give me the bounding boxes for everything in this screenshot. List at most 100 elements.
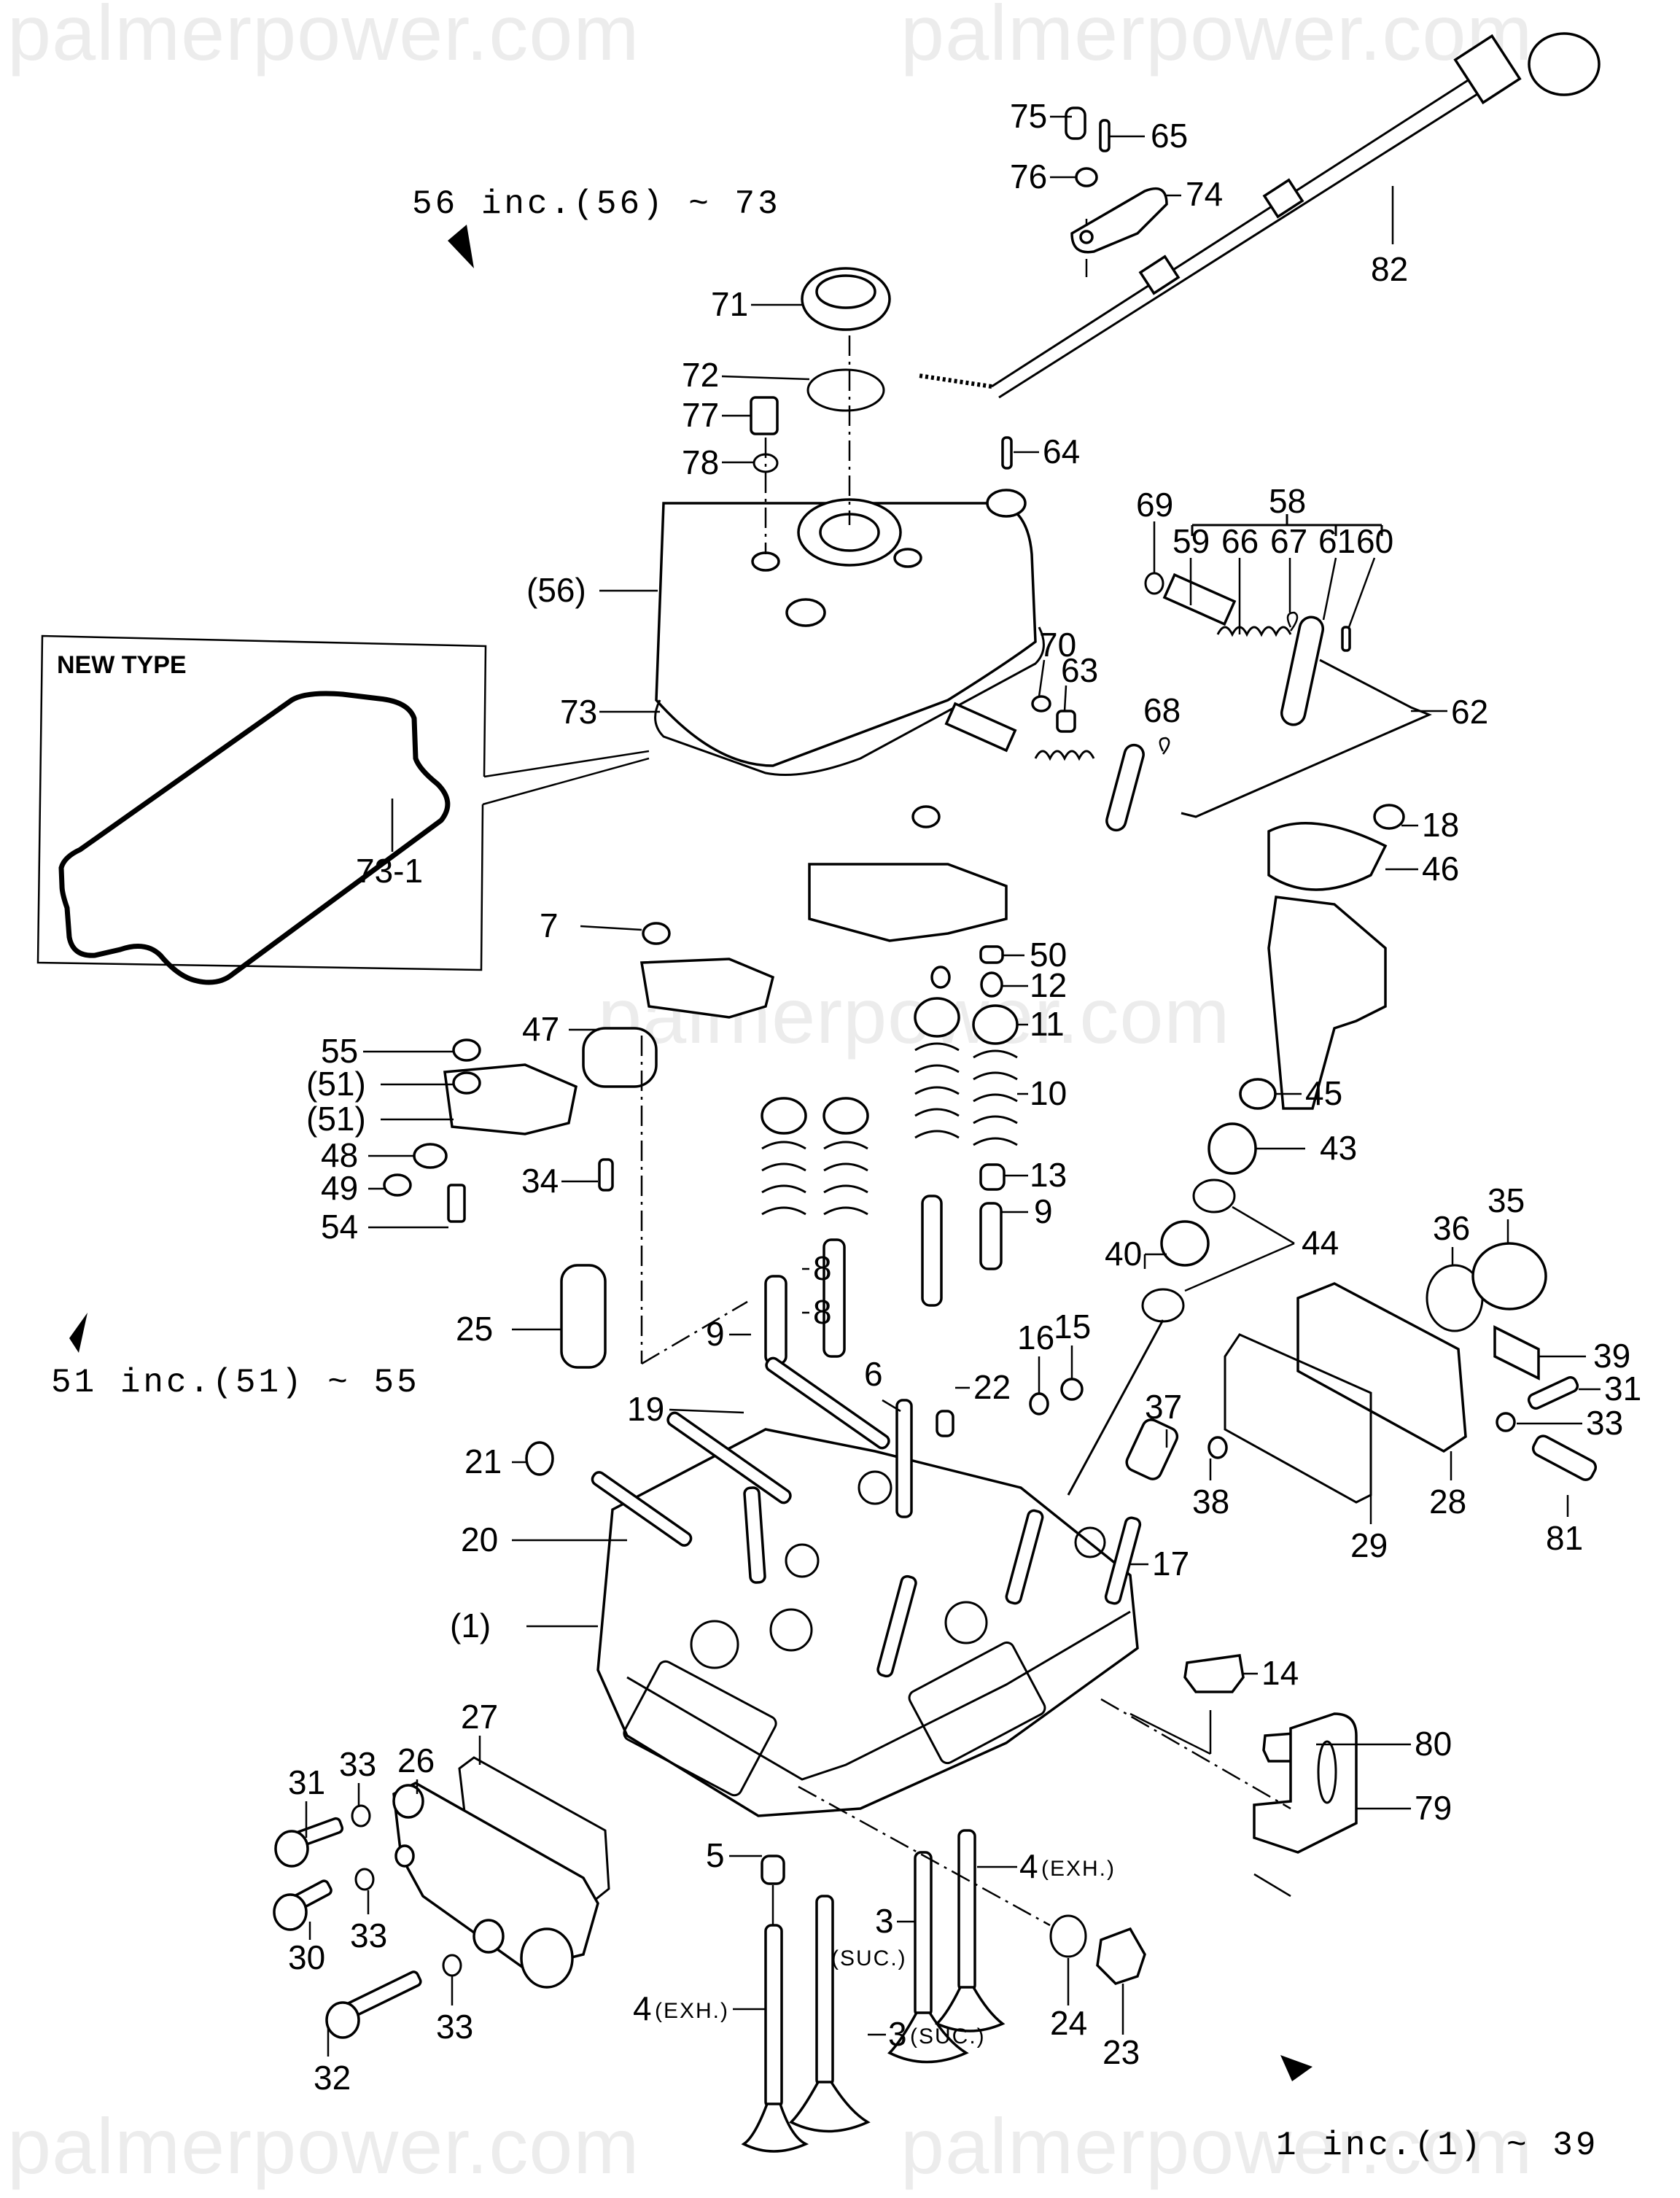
callout-5: 5 bbox=[706, 1836, 725, 1874]
assembly-line bbox=[1100, 1698, 1291, 1810]
callout-20: 20 bbox=[461, 1521, 498, 1558]
lever-assembly-58 bbox=[944, 514, 1432, 832]
nut-55 bbox=[452, 1038, 481, 1062]
port-hole bbox=[944, 1601, 988, 1644]
callout-77: 77 bbox=[682, 396, 719, 434]
push-rod-19b bbox=[666, 1411, 792, 1504]
shaft-59 bbox=[1162, 572, 1237, 626]
washer-33-right bbox=[1496, 1412, 1516, 1432]
cup-25 bbox=[560, 1264, 607, 1369]
rocker-arm-assembly bbox=[383, 805, 1008, 1365]
callout-37: 37 bbox=[1145, 1388, 1182, 1426]
callout-4a: 4 bbox=[1019, 1847, 1038, 1885]
valve-3-suc-left bbox=[815, 1895, 834, 2087]
callout-44: 44 bbox=[1302, 1224, 1339, 1262]
callout-71: 71 bbox=[711, 285, 748, 323]
bolt-31-right bbox=[1527, 1376, 1579, 1410]
callout-78: 78 bbox=[682, 443, 719, 481]
valve-head bbox=[741, 2102, 809, 2153]
port-hole bbox=[785, 1543, 820, 1578]
bracket-79 bbox=[1253, 1712, 1358, 1854]
seal-5 bbox=[761, 1855, 785, 1885]
cable-sheath bbox=[998, 70, 1514, 399]
cover-boss bbox=[785, 598, 826, 627]
cover-body bbox=[655, 502, 1037, 767]
valve-head bbox=[887, 2011, 969, 2064]
bracket-slot bbox=[1317, 1740, 1337, 1804]
callout-21: 21 bbox=[464, 1442, 502, 1480]
callout-63: 63 bbox=[1061, 651, 1098, 689]
inset-connector bbox=[483, 750, 650, 778]
seal-44b bbox=[1141, 1288, 1185, 1323]
stud-20 bbox=[591, 1471, 693, 1547]
nut-18 bbox=[1373, 804, 1405, 830]
port-hole bbox=[769, 1608, 813, 1652]
callout-64: 64 bbox=[1043, 432, 1080, 470]
callout-33b: 33 bbox=[350, 1917, 387, 1954]
guide-8 bbox=[921, 1195, 943, 1307]
lower-right-parts bbox=[1129, 1654, 1358, 1898]
callout-16: 16 bbox=[1017, 1319, 1054, 1356]
caption-text: 51 inc.(51) ~ 55 bbox=[51, 1364, 420, 1402]
holder-40 bbox=[1160, 1220, 1210, 1267]
leader-line bbox=[1038, 659, 1046, 697]
callout-50: 50 bbox=[1030, 936, 1067, 974]
leader-line bbox=[580, 925, 642, 931]
cable-sheath bbox=[991, 57, 1503, 388]
caption-cover-group: 56 inc.(56) ~ 73 bbox=[412, 185, 778, 268]
callout-67: 67 bbox=[1270, 522, 1307, 560]
leader-line bbox=[1232, 1205, 1295, 1245]
link-rod-62 bbox=[1181, 659, 1432, 818]
leader-line bbox=[1063, 685, 1068, 712]
stop-cable-82 bbox=[918, 32, 1601, 399]
callout-79: 79 bbox=[1415, 1789, 1452, 1827]
callout-60: 60 bbox=[1356, 522, 1393, 560]
cable-sleeve bbox=[1262, 178, 1304, 219]
inset-frame bbox=[36, 634, 487, 971]
valve-head bbox=[789, 2081, 871, 2133]
callout-22: 22 bbox=[973, 1368, 1011, 1406]
callout-3b: 3 bbox=[888, 2015, 907, 2053]
stud-6 bbox=[895, 1399, 913, 1518]
spring bbox=[823, 1141, 868, 1216]
callout-36: 36 bbox=[1433, 1209, 1470, 1247]
caption-text: 1 inc.(1) ~ 39 bbox=[1276, 2127, 1598, 2164]
callout-17: 17 bbox=[1152, 1545, 1189, 1583]
callout-66: 66 bbox=[1221, 522, 1259, 560]
callout-4a-note: (EXH.) bbox=[1041, 1857, 1116, 1881]
callout-34: 34 bbox=[521, 1162, 559, 1200]
callout-14: 14 bbox=[1261, 1654, 1299, 1692]
callout-3a-note: (SUC.) bbox=[831, 1946, 907, 1970]
callout-65: 65 bbox=[1151, 117, 1188, 155]
caption-arrow-icon bbox=[448, 225, 474, 268]
gasket-73 bbox=[654, 626, 1045, 776]
lever-duplicate bbox=[1105, 743, 1145, 832]
callout-61: 61 bbox=[1318, 522, 1356, 560]
screw-54 bbox=[447, 1184, 466, 1223]
callout-68: 68 bbox=[1143, 691, 1181, 729]
seal-44a bbox=[1192, 1178, 1236, 1213]
stud-17c bbox=[1104, 1516, 1142, 1605]
plug-14 bbox=[1183, 1654, 1245, 1693]
callout-59: 59 bbox=[1172, 522, 1210, 560]
guide-9 bbox=[979, 1202, 1003, 1270]
caption-arrow-icon bbox=[1280, 2055, 1312, 2081]
valve-cover-56 bbox=[654, 489, 1045, 776]
callout-labels: 75 65 76 74 82 71 72 77 78 64 (56) 73 69… bbox=[288, 97, 1641, 2097]
callout-48: 48 bbox=[321, 1136, 358, 1174]
thermostat-37 bbox=[1125, 1418, 1179, 1480]
callout-45: 45 bbox=[1305, 1074, 1342, 1112]
bolt-30-head bbox=[273, 1893, 308, 1931]
callout-15: 15 bbox=[1054, 1308, 1091, 1345]
thermostat-housing bbox=[1125, 1242, 1598, 1504]
head-body bbox=[596, 1428, 1139, 1817]
nozzle-holder bbox=[1267, 896, 1387, 1110]
callout-4b-note: (EXH.) bbox=[655, 1999, 729, 2023]
callout-43: 43 bbox=[1320, 1129, 1357, 1167]
bracket-plate bbox=[1070, 187, 1168, 254]
injector-parts bbox=[1067, 804, 1405, 1496]
pin-65 bbox=[1099, 119, 1111, 152]
spring-66 bbox=[1216, 626, 1292, 637]
caption-arrow-icon bbox=[69, 1313, 88, 1353]
